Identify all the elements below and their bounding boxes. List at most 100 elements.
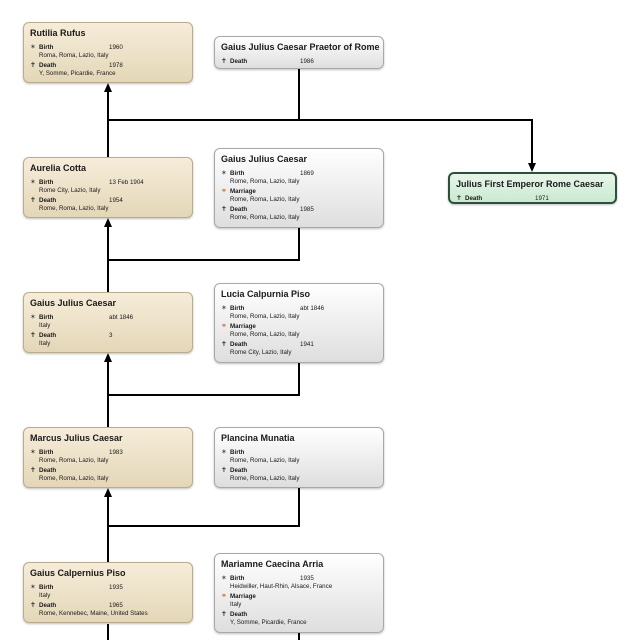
death-cross-icon: ✝ <box>221 611 227 618</box>
event-label: Death <box>230 341 248 348</box>
death-cross-icon: ✝ <box>456 195 462 202</box>
arrow-to-marcus <box>104 488 112 497</box>
person-name: Gaius Calpernius Piso <box>30 568 126 578</box>
event-place: Italy <box>39 322 51 329</box>
death-cross-icon: ✝ <box>221 341 227 348</box>
event-date: 1941 <box>300 341 314 348</box>
event-date: abt 1846 <box>109 314 134 321</box>
event-place: Rome, Roma, Lazio, Italy <box>230 457 300 464</box>
birth-icon: ✶ <box>221 575 227 582</box>
event-place: Rome, Kennebec, Maine, United States <box>39 610 148 617</box>
event-label: Marriage <box>230 593 256 600</box>
birth-icon: ✶ <box>30 584 36 591</box>
event-label: Birth <box>39 44 54 51</box>
birth-icon: ✶ <box>221 449 227 456</box>
event-date: 1935 <box>300 575 314 582</box>
event-place: Rome, Roma, Lazio, Italy <box>39 475 109 482</box>
connector-gen3 <box>108 363 300 396</box>
event-place: Y, Somme, Picardie, France <box>230 619 307 626</box>
event-date: 1869 <box>300 170 314 177</box>
connector-to-julius-first <box>298 69 533 168</box>
event-place: Rome, Roma, Lazio, Italy <box>230 475 300 482</box>
arrow-to-aurelia <box>104 218 112 227</box>
marriage-rings-icon: ⚭ <box>221 323 227 330</box>
event-label: Death <box>39 197 57 204</box>
person-name: Lucia Calpurnia Piso <box>221 289 311 299</box>
death-cross-icon: ✝ <box>221 206 227 213</box>
event-place: Rome City, Lazio, Italy <box>39 187 101 194</box>
birth-icon: ✶ <box>30 449 36 456</box>
birth-icon: ✶ <box>221 305 227 312</box>
arrow-to-julius-first <box>528 163 536 172</box>
event-label: Birth <box>230 575 245 582</box>
birth-icon: ✶ <box>30 44 36 51</box>
event-place: Y, Somme, Picardie, France <box>39 70 116 77</box>
arrow-to-rutilia <box>104 83 112 92</box>
event-place: Rome, Roma, Lazio, Italy <box>39 457 109 464</box>
event-date: 1985 <box>300 206 314 213</box>
event-place: Rome, Roma, Lazio, Italy <box>230 214 300 221</box>
event-date: abt 1846 <box>300 305 325 312</box>
person-name: Aurelia Cotta <box>30 163 87 173</box>
person-card-gjc-praetor[interactable]: Gaius Julius Caesar Praetor of Rome✝Deat… <box>214 36 384 69</box>
event-label: Birth <box>39 584 54 591</box>
birth-icon: ✶ <box>30 314 36 321</box>
death-cross-icon: ✝ <box>30 467 36 474</box>
event-label: Death <box>465 195 483 202</box>
event-date: 1960 <box>109 44 123 51</box>
death-cross-icon: ✝ <box>30 197 36 204</box>
event-place: Rome, Roma, Lazio, Italy <box>230 313 300 320</box>
event-place: Heidwiller, Haut-Rhin, Alsace, France <box>230 583 333 590</box>
event-label: Death <box>39 62 57 69</box>
event-label: Birth <box>230 305 245 312</box>
person-name: Gaius Julius Caesar <box>221 154 308 164</box>
person-name: Mariamne Caecina Arria <box>221 559 324 569</box>
event-label: Death <box>39 467 57 474</box>
death-cross-icon: ✝ <box>30 332 36 339</box>
person-name: Rutilia Rufus <box>30 28 86 38</box>
death-cross-icon: ✝ <box>30 62 36 69</box>
connector-gen2 <box>108 228 300 261</box>
event-label: Death <box>230 467 248 474</box>
person-name: Marcus Julius Caesar <box>30 433 123 443</box>
event-place: Italy <box>39 340 51 347</box>
event-label: Birth <box>230 449 245 456</box>
marriage-rings-icon: ⚭ <box>221 593 227 600</box>
marriage-rings-icon: ⚭ <box>221 188 227 195</box>
death-cross-icon: ✝ <box>221 58 227 65</box>
event-label: Death <box>230 58 248 65</box>
event-date: 1935 <box>109 584 123 591</box>
event-label: Death <box>39 602 57 609</box>
event-label: Death <box>230 611 248 618</box>
event-label: Birth <box>39 314 54 321</box>
event-place: Rome, Roma, Lazio, Italy <box>230 331 300 338</box>
